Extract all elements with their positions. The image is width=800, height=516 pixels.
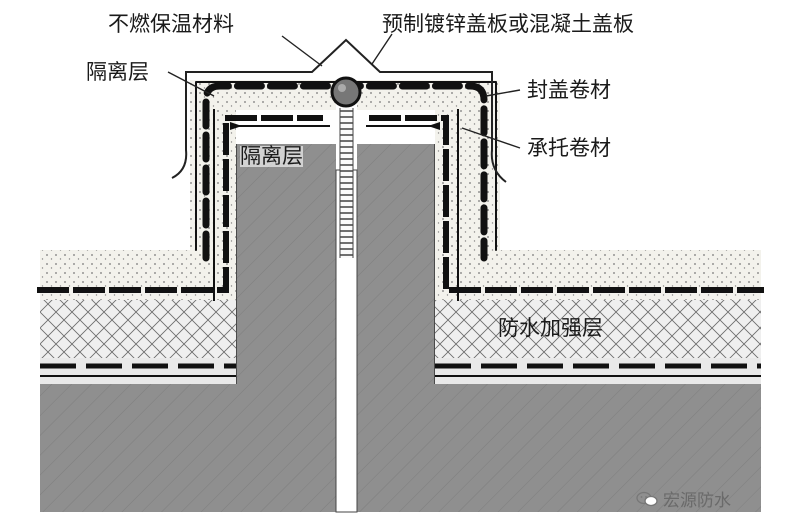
label-cover-plate: 预制镀锌盖板或混凝土盖板 [382, 12, 634, 36]
watermark: 宏源防水 [636, 486, 731, 511]
isolation-layer-strip [230, 122, 440, 130]
membrane-band-lower [40, 358, 761, 384]
label-insulation: 不燃保温材料 [108, 12, 234, 36]
cover-plate [171, 38, 507, 183]
reinforcement-layer-left [40, 300, 236, 358]
label-reinforcement-layer: 防水加强层 [498, 316, 603, 340]
reinforcement-layer-right [435, 300, 761, 358]
concrete-wall-right [357, 144, 436, 512]
wechat-icon [636, 491, 658, 506]
label-isolation-outer: 隔离层 [86, 60, 149, 84]
joint-filler-spring [339, 108, 354, 258]
watermark-text: 宏源防水 [663, 491, 731, 511]
label-supporting-membrane: 承托卷材 [527, 136, 611, 160]
concrete-wall-left [235, 144, 336, 512]
supporting-membrane [37, 109, 764, 301]
label-sealing-membrane: 封盖卷材 [527, 78, 611, 102]
backer-rod [330, 76, 362, 108]
label-isolation-inner: 隔离层 [240, 144, 303, 168]
insulation-left [40, 80, 336, 300]
leader-lines [167, 33, 521, 149]
